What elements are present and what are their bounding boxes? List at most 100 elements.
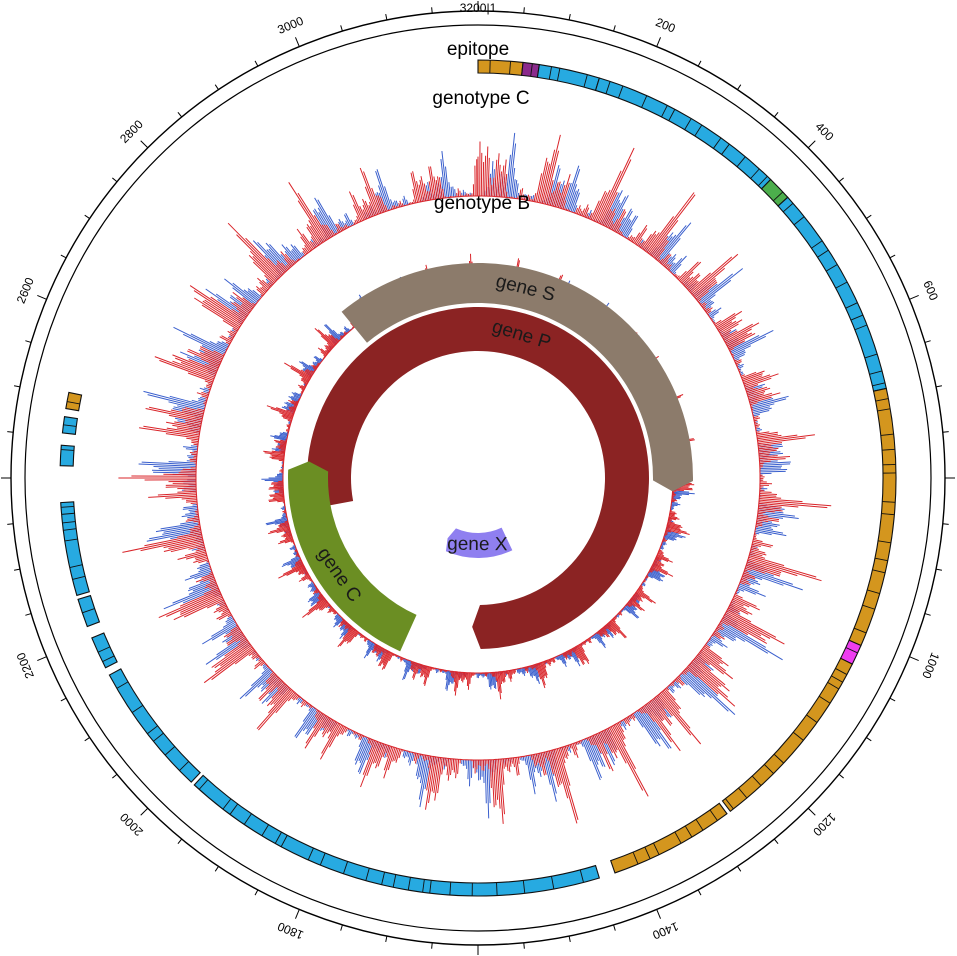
epitope-divider [62,521,76,524]
epitope-divider [365,868,370,881]
epitope-divider [750,168,760,179]
scale-tick [737,866,742,872]
epitope-divider [153,732,164,742]
epitope-divider [818,695,831,704]
scale-tick [177,112,183,118]
scale-tick [697,60,702,67]
epitope-track [59,59,897,897]
epitope-divider [792,731,804,741]
epitope-divider [721,143,730,155]
epitope-divider [342,861,349,874]
epitope-divider [709,809,718,821]
scale-tick [656,909,662,919]
epitope-divider [198,779,209,790]
epitope-divider [827,682,840,690]
epitope-divider [61,512,75,515]
scale-tick [697,889,702,896]
scale-tick [294,909,300,919]
scale-tick-label: 1400 [650,919,680,942]
epitope-divider [782,202,794,213]
epitope-divider [831,675,843,683]
scale-tick [340,924,343,931]
epitope-track-label: epitope [447,39,509,60]
scale-tick [37,656,47,662]
scale-circle-inner [24,24,932,932]
scale-tick [942,523,949,525]
epitope-divider [725,798,734,810]
epitope-divider [853,627,867,634]
epitope-divider [64,538,78,542]
epitope-divider [579,869,584,883]
epitope-divider [60,505,75,508]
epitope-divider [845,647,858,654]
scale-tick [7,431,14,433]
scale-tick [214,84,219,90]
epitope-block [477,59,524,76]
epitope-divider [773,191,784,202]
scale-tick [807,807,816,816]
epitope-divider [131,704,144,714]
epitope-block [777,196,887,392]
epitope-divider [758,176,768,187]
epitope-block [721,657,854,813]
epitope-divider [845,302,858,309]
scale-tick-label: 1000 [919,651,942,681]
epitope-divider [882,501,896,503]
scale-tick [866,214,872,219]
epitope-divider [72,575,86,580]
epitope-divider [617,85,624,99]
epitope-divider [668,109,676,121]
scale-tick [568,935,571,943]
epitope-divider [392,874,397,888]
epitope-block [60,501,90,597]
scale-tick [214,866,219,872]
epitope-divider [63,424,77,427]
genotype-c-track [118,132,832,824]
epitope-divider [694,124,703,137]
epitope-divider [661,105,668,118]
epitope-divider [116,681,129,689]
epitope-divider [684,825,693,838]
scale-tick [866,737,872,742]
scale-tick [656,37,662,47]
genotype-c-track-label: genotype C [432,88,529,109]
epitope-divider [522,880,526,894]
scale-tick [140,807,149,816]
epitope-divider [274,831,282,844]
epitope-divider [877,408,891,412]
epitope-divider [736,156,746,167]
scale-tick [112,177,118,183]
epitope-divider [583,74,588,88]
variability-baseline [195,195,761,761]
scale-tick [935,385,943,388]
gene-arrow [445,527,513,558]
scale-tick-label: 600 [920,279,941,303]
epitope-divider [422,879,425,893]
scale-tick [25,340,32,343]
epitope-divider [261,824,269,837]
epitope-block [848,387,897,647]
scale-tick [889,254,896,259]
scale-tick [523,7,525,14]
epitope-divider [66,401,80,405]
scale-tick [254,889,259,896]
epitope-divider [793,216,805,226]
scale-tick-label: 200 [654,15,678,36]
epitope-divider [881,513,895,516]
epitope-divider [102,655,115,663]
epitope-divider [60,449,74,451]
epitope-divider [835,281,848,289]
scale-tick [294,37,300,47]
scale-tick-label: 400 [812,119,836,143]
epitope-divider [407,877,411,891]
epitope-divider [684,118,692,130]
scale-tick [60,697,67,702]
epitope-divider [864,353,878,359]
variability-bars-red [118,134,832,824]
epitope-divider [850,314,864,321]
scale-tick [773,838,779,844]
epitope-divider [222,798,232,810]
scale-tick [385,935,388,943]
epitope-divider [641,95,648,108]
